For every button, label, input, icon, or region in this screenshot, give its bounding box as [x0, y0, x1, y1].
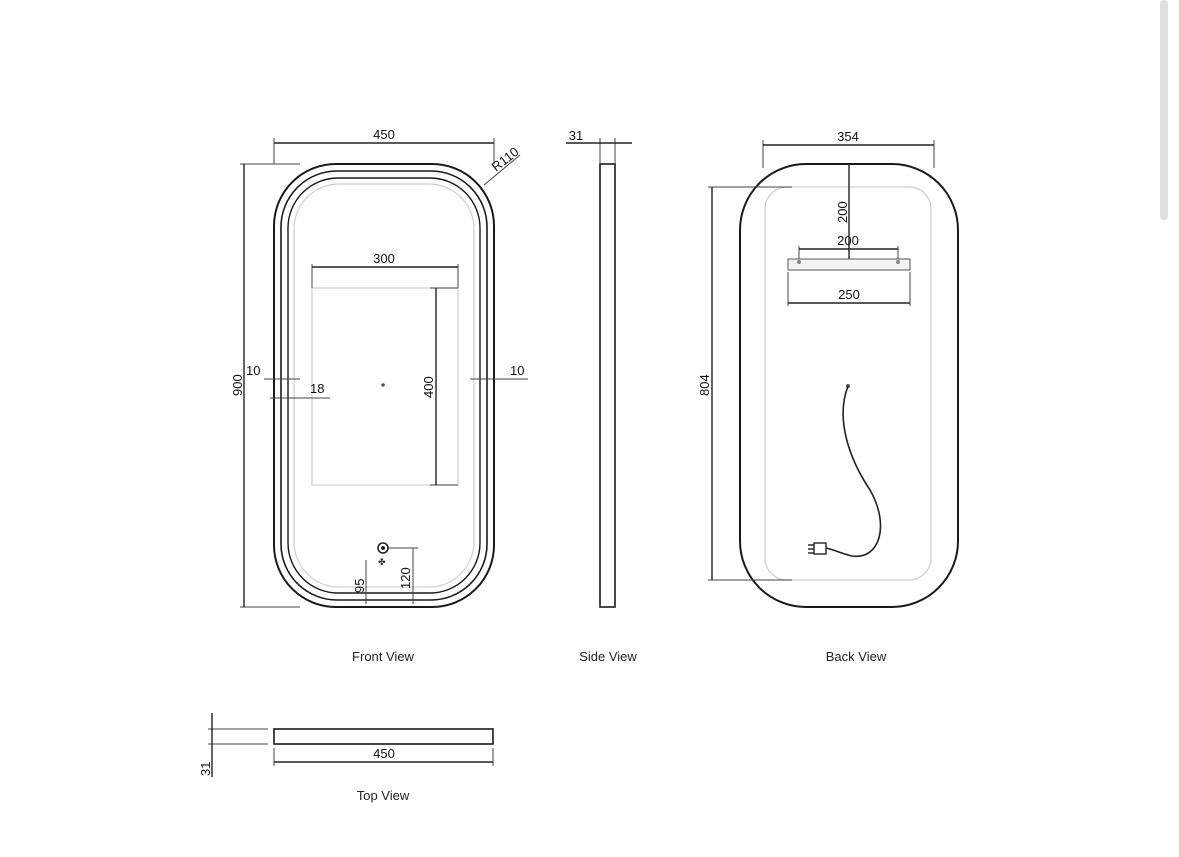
back-bracket-screw-left	[797, 260, 801, 264]
front-radius-leader	[483, 154, 521, 186]
front-bottom-95-label: 95	[352, 579, 367, 593]
top-view-caption: Top View	[357, 788, 410, 803]
front-inner-width-label: 300	[373, 251, 395, 266]
back-view: 354 200 200 250 804 Back View	[697, 129, 959, 664]
side-profile	[599, 163, 616, 608]
front-outer-frame	[273, 163, 495, 608]
front-touch-switch-core	[381, 546, 385, 550]
back-view-caption: Back View	[826, 649, 887, 664]
front-inner-height-label: 400	[421, 376, 436, 398]
back-width-label: 354	[837, 129, 859, 144]
front-width-label: 450	[373, 127, 395, 142]
top-depth-label: 31	[198, 762, 213, 776]
front-height-label: 900	[230, 374, 245, 396]
back-bracket-screw-right	[896, 260, 900, 264]
back-inner-panel	[764, 186, 932, 581]
back-bracket-width-label: 250	[838, 287, 860, 302]
side-view: 31 Side View	[566, 128, 637, 664]
back-top-offset-label: 200	[835, 201, 850, 223]
front-view-caption: Front View	[352, 649, 415, 664]
front-bottom-120-label: 120	[398, 567, 413, 589]
top-view: 31 450 Top View	[198, 713, 494, 803]
front-inner-panel	[311, 287, 459, 486]
top-profile	[273, 728, 494, 745]
front-switch-symbol-icon: ✤	[378, 557, 386, 567]
top-width-label: 450	[373, 746, 395, 761]
front-sensor-dot	[381, 383, 385, 387]
front-inset-label: 18	[310, 381, 324, 396]
front-margin-right-label: 10	[510, 363, 524, 378]
front-margin-left-label: 10	[246, 363, 260, 378]
back-hanging-bracket	[787, 258, 911, 271]
scrollbar[interactable]	[1160, 0, 1168, 220]
back-power-cable	[825, 385, 882, 557]
front-frame-ring-2	[280, 170, 488, 601]
front-led-strip	[293, 183, 475, 588]
plug-icon	[808, 542, 827, 555]
side-view-caption: Side View	[579, 649, 637, 664]
back-height-label: 804	[697, 374, 712, 396]
front-frame-ring-3	[287, 177, 481, 594]
back-bracket-spacing-label: 200	[837, 233, 859, 248]
side-depth-label: 31	[569, 128, 583, 143]
front-view: ✤ 450 R110 900 300 400 10 10 18	[230, 127, 528, 664]
